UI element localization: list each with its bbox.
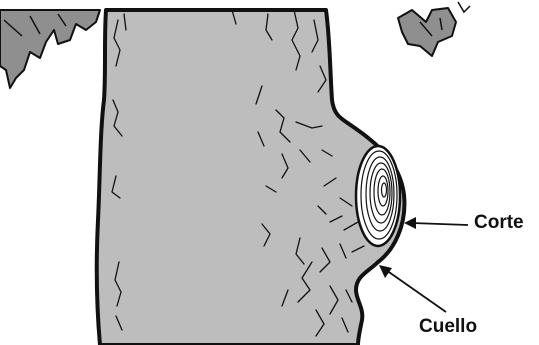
right-leaves-icon xyxy=(398,2,470,56)
collar-label: Cuello xyxy=(419,317,477,336)
collar-arrow-icon xyxy=(379,265,446,312)
cut-label: Corte xyxy=(474,213,524,232)
cut-growth-rings-icon xyxy=(356,146,400,246)
cut-arrow-icon xyxy=(404,217,468,229)
left-leaves-icon xyxy=(0,10,100,88)
